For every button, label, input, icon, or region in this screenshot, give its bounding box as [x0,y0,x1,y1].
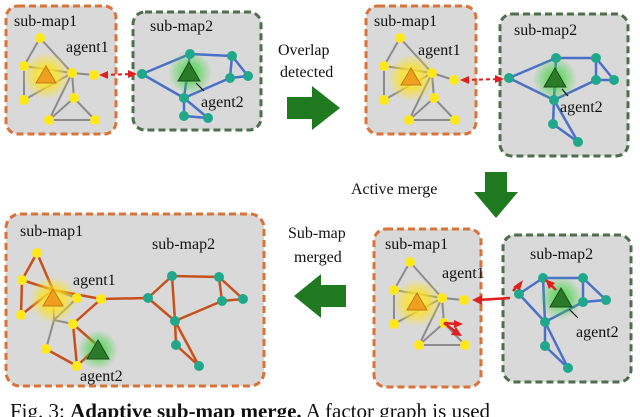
overlap-link [464,78,501,81]
step-arrow-left [294,274,346,318]
merged-nodes-teal [143,271,248,371]
agent1-label: agent1 [73,272,116,289]
overlap-link-head-left [460,76,469,84]
agent1-marker [400,67,422,86]
agent1-label: agent1 [442,265,485,282]
agent2-label: agent2 [80,368,123,385]
step-arrow-right [287,86,340,130]
figure-caption: Fig. 3: Adaptive sub-map merge. A factor… [10,397,640,417]
panel-top-right: sub-map1 sub-map2 agent1 [364,4,630,158]
overlap-link-head-right [128,70,137,78]
agent1-label: agent1 [66,39,109,56]
submap2-label: sub-map2 [514,22,577,39]
caption-bold: Adaptive sub-map merge. [70,399,302,417]
panel-bottom-right: sub-map1 sub-map2 agent1 [372,227,633,389]
agent2-label: agent2 [576,324,619,341]
agent2-label: agent2 [201,94,244,111]
panel-bottom-left: sub-map1 sub-map2 [4,212,266,388]
panel-top-left: sub-map1 sub-map2 agent1 [4,4,263,136]
submap1-label: sub-map1 [374,13,437,30]
agent2-pointer [195,82,205,92]
submap2-label: sub-map2 [150,18,213,35]
step-active-merge-text: Active merge [351,181,437,198]
submap1-label: sub-map1 [14,13,77,30]
agent2-marker [86,339,110,360]
overlap-link [103,73,133,76]
submap1-nodes [379,33,460,125]
agent1-marker [42,288,64,307]
submap2-nodes [514,273,611,373]
overlap-link-head-right [495,75,504,83]
agent1-marker [35,65,57,84]
agent2-pointer [568,308,579,319]
submap2-label: sub-map2 [530,246,593,263]
merge-arrows [443,279,557,336]
submap1-label: sub-map1 [385,236,448,253]
agent1-label: agent1 [418,42,461,59]
submap2-label: sub-map2 [152,236,215,253]
step-overlap-text-2: detected [280,64,333,81]
caption-rest: A factor graph is used [301,399,491,417]
agent2-label: agent2 [560,99,603,116]
agent2-marker [543,67,567,88]
agent2-marker [177,61,201,82]
caption-prefix: Fig. 3: [10,399,71,417]
step-overlap-text-1: Overlap [278,42,330,59]
submap2-nodes [504,53,619,147]
overlap-link-head-left [99,71,108,79]
submap2-nodes [137,49,253,123]
submap1-label: sub-map1 [20,223,83,240]
step-arrow-down [474,172,518,218]
adaptive-submap-merge-diagram: sub-map1 sub-map2 agent1 [4,4,633,389]
merged-nodes-yellow [16,248,106,371]
agent2-pointer [561,88,569,97]
submap1-nodes [19,33,100,125]
step-merged-text-2: merged [294,249,342,266]
step-merged-text-1: Sub-map [288,225,346,242]
submap1-nodes [389,257,470,350]
merged-map-box [4,212,266,388]
agent1-marker [406,292,428,311]
agent2-marker [549,287,573,308]
